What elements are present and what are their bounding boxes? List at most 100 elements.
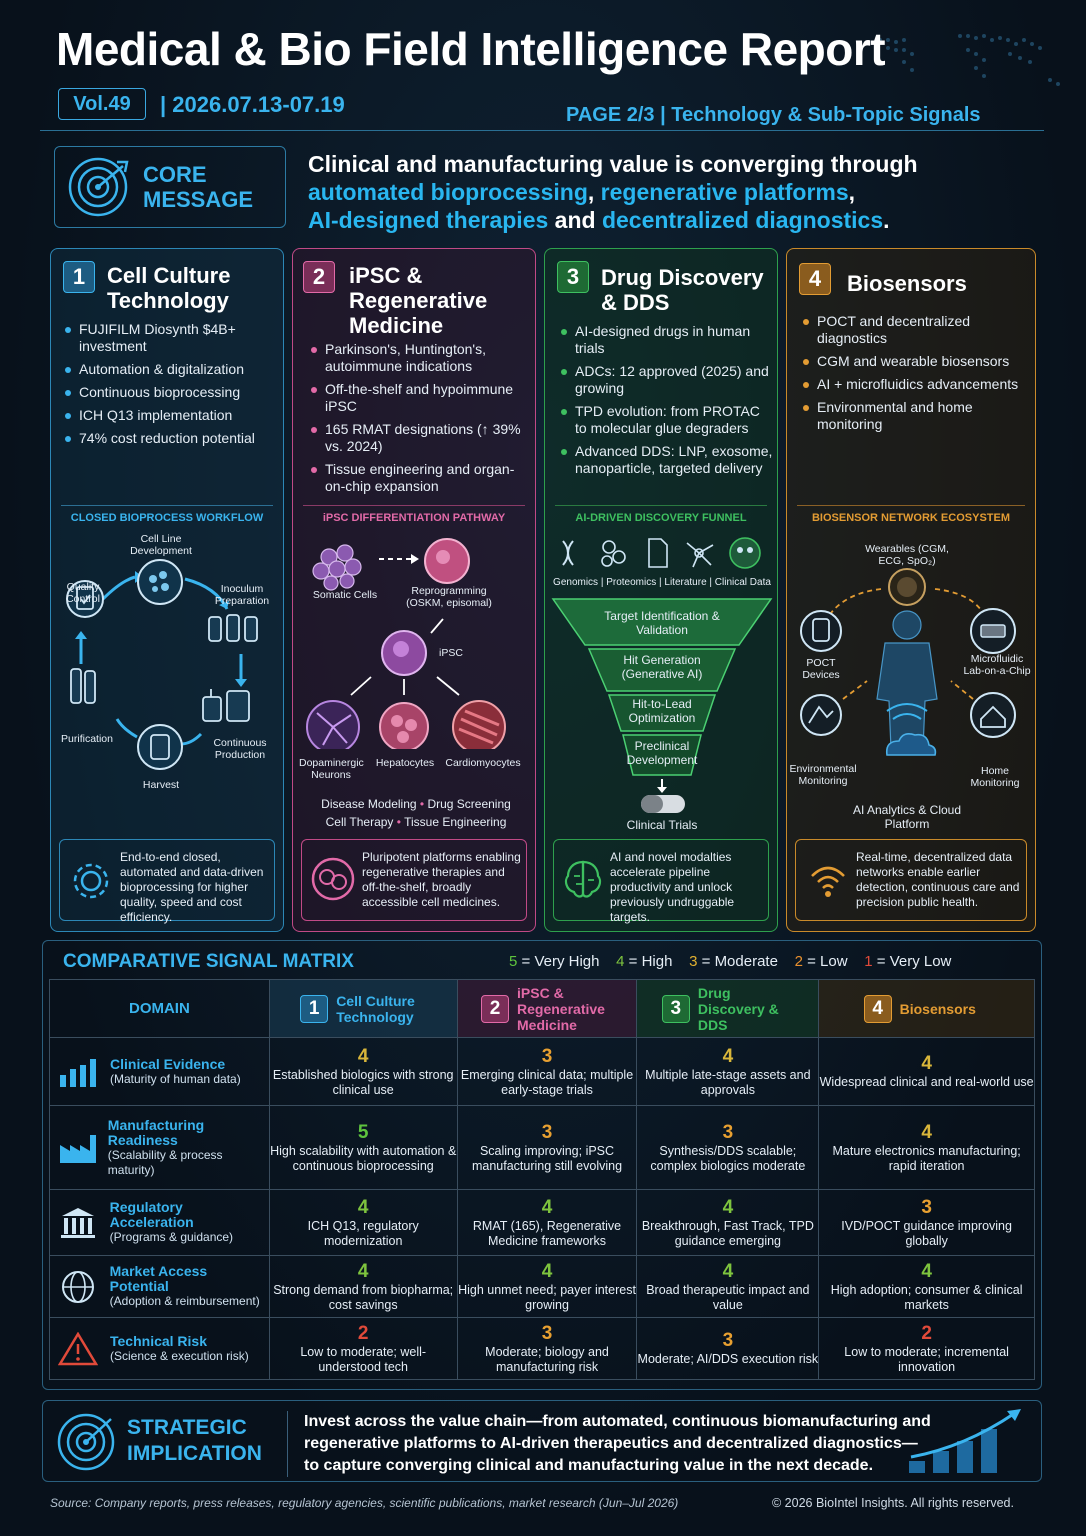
- table-row: Technical Risk(Science & execution risk)…: [49, 1317, 1035, 1380]
- institution-icon: [61, 1207, 95, 1238]
- panel-summary-box: Real-time, decentralized data networks e…: [795, 839, 1027, 921]
- world-map-decoration: [878, 34, 1060, 86]
- brain-icon: [564, 860, 602, 898]
- target-icon: [57, 1413, 115, 1471]
- people-icon: [729, 537, 761, 569]
- poct-device-icon: [800, 610, 842, 652]
- table-row: Regulatory Acceleration(Programs & guida…: [49, 1189, 1035, 1256]
- data-source-icons: [562, 537, 761, 569]
- panel-summary-text: End-to-end closed, automated and data-dr…: [120, 850, 264, 924]
- funnel-stage: Hit-to-Lead Optimization: [628, 697, 696, 725]
- cell-icon: [311, 857, 355, 901]
- list-item: POCT and decentralized diagnostics: [801, 313, 1027, 347]
- gear-icon: [73, 863, 109, 899]
- row-header: Regulatory Acceleration(Programs & guida…: [49, 1189, 270, 1256]
- node-label: iPSC: [439, 647, 463, 659]
- panel-number: 1: [63, 261, 95, 293]
- panel-summary-text: Real-time, decentralized data networks e…: [856, 850, 1020, 909]
- node-label: Wearables (CGM, ECG, SpO₂): [865, 543, 949, 567]
- list-item: ADCs: 12 approved (2025) and growing: [559, 363, 773, 397]
- human-body-figure: [876, 610, 938, 750]
- panel-summary-box: AI and novel modalties accelerate pipeli…: [553, 839, 769, 924]
- panel-cell-culture: 1 Cell Culture Technology FUJIFILM Diosy…: [50, 248, 284, 932]
- panel-summary-box: Pluripotent platforms enabling regenerat…: [301, 839, 527, 921]
- panel-ipsc: 2 iPSC & Regenerative Medicine Parkinson…: [292, 248, 536, 932]
- funnel-stage: Hit Generation (Generative AI): [621, 653, 703, 681]
- growth-chart-icon: [909, 1409, 1021, 1473]
- funnel-end-stage: Clinical Trials: [626, 818, 698, 832]
- panel-title: Cell Culture Technology: [107, 263, 231, 313]
- table-row: Market Access Potential(Adoption & reimb…: [49, 1255, 1035, 1318]
- hepatocyte-icon: [379, 702, 429, 749]
- section-heading: iPSC DIFFERENTIATION PATHWAY: [303, 505, 525, 524]
- strategic-text: Invest across the value chain—from autom…: [287, 1411, 931, 1477]
- section-heading: AI-DRIVEN DISCOVERY FUNNEL: [555, 505, 767, 524]
- copyright: © 2026 BioIntel Insights. All rights res…: [772, 1496, 1014, 1510]
- core-message: CORE MESSAGE Clinical and manufacturing …: [42, 138, 1042, 242]
- home-icon: [970, 692, 1016, 738]
- wifi-icon: [811, 866, 845, 897]
- row-header: Manufacturing Readiness(Scalability & pr…: [49, 1105, 270, 1190]
- dna-icon: [562, 540, 574, 566]
- biosensor-network-diagram: [800, 568, 1016, 756]
- panel-title: iPSC & Regenerative Medicine: [349, 263, 488, 338]
- globe-icon: [62, 1270, 94, 1303]
- node-label: Purification: [61, 733, 113, 745]
- environment-icon: [800, 694, 842, 736]
- node-label: POCT Devices: [802, 657, 840, 681]
- funnel-stage: Target Identification & Validation: [604, 609, 720, 637]
- bioprocess-cycle-diagram: [66, 559, 258, 770]
- list-item: Advanced DDS: LNP, exosome, nanoparticle…: [559, 443, 773, 477]
- strategic-implication: STRATEGIC IMPLICATION Invest across the …: [42, 1400, 1042, 1482]
- panel-number: 4: [799, 263, 831, 295]
- factory-icon: [60, 1134, 96, 1163]
- document-icon: [648, 538, 668, 568]
- row-header: Clinical Evidence(Maturity of human data…: [49, 1037, 270, 1106]
- strategic-label: STRATEGIC IMPLICATION: [127, 1416, 262, 1465]
- node-label: Hepatocytes: [375, 757, 435, 769]
- node-label: Microfluidic Lab-on-a-Chip: [963, 653, 1031, 677]
- purification-column-icon: [70, 668, 96, 704]
- core-message-label: CORE MESSAGE: [143, 162, 254, 212]
- node-label: Quality Control: [66, 581, 100, 605]
- panel-summary-box: End-to-end closed, automated and data-dr…: [59, 839, 275, 924]
- panel-biosensors: 4 Biosensors POCT and decentralized diag…: [786, 248, 1036, 932]
- protein-icon: [601, 540, 626, 567]
- data-sources-row: Genomics | Proteomics | Literature | Cli…: [553, 577, 771, 588]
- report-date: | 2026.07.13-07.19: [160, 92, 345, 117]
- node-label: Somatic Cells: [312, 589, 378, 601]
- list-item: Environmental and home monitoring: [801, 399, 1027, 433]
- applications-list: Disease Modeling • Drug Screening Cell T…: [321, 797, 511, 829]
- panel-drug-discovery: 3 Drug Discovery & DDS AI-designed drugs…: [544, 248, 778, 932]
- row-header: Market Access Potential(Adoption & reimb…: [49, 1255, 270, 1318]
- list-item: Off-the-shelf and hypoimmune iPSC: [309, 381, 529, 415]
- volume-badge: Vol.49: [58, 88, 146, 120]
- source-note: Source: Company reports, press releases,…: [50, 1496, 679, 1510]
- panel-title: Biosensors: [847, 271, 967, 296]
- header-divider: [40, 130, 1044, 131]
- section-heading: BIOSENSOR NETWORK ECOSYSTEM: [797, 505, 1025, 524]
- core-message-text: Clinical and manufacturing value is conv…: [308, 151, 918, 233]
- target-icon: [68, 157, 129, 217]
- bullet-list: Parkinson's, Huntington's, autoimmune in…: [309, 341, 529, 501]
- bar-chart-icon: [60, 1058, 96, 1087]
- panel-number: 2: [303, 261, 335, 293]
